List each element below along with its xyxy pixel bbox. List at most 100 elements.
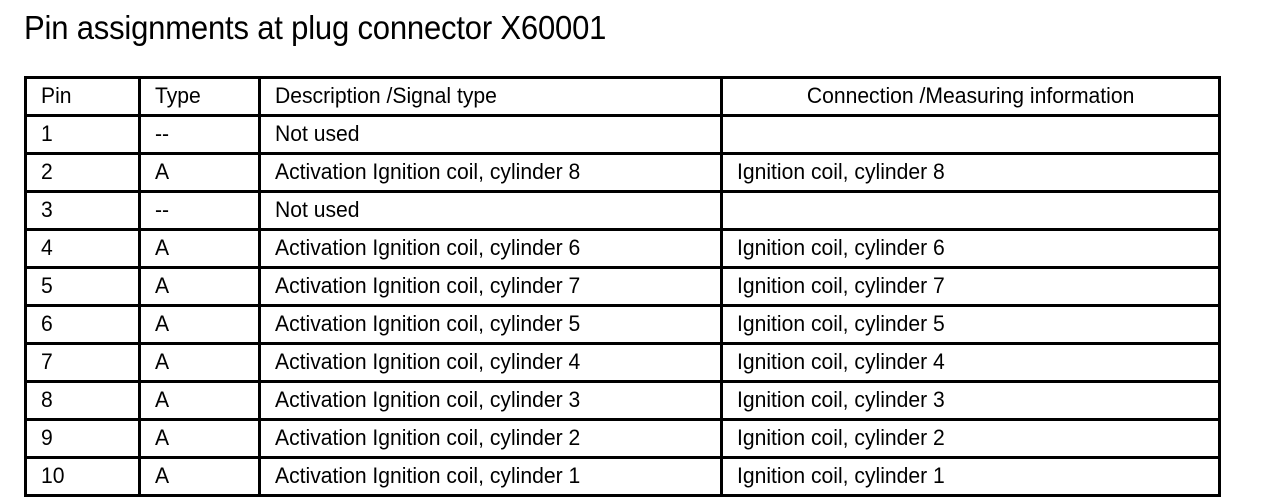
cell-text: 5 [41, 272, 53, 298]
page-title: Pin assignments at plug connector X60001 [24, 9, 607, 46]
table-header: Pin Type Description /Signal type Connectio… [24, 76, 1221, 117]
cell-text: A [155, 386, 170, 412]
cell-connection: Ignition coil, cylinder 8 [720, 152, 1221, 193]
cell-text: 7 [41, 348, 53, 374]
cell-text: -- [155, 196, 170, 222]
cell-text: A [155, 348, 170, 374]
cell-pin: 5 [24, 266, 141, 307]
cell-text: Activation Ignition coil, cylinder 6 [275, 234, 581, 260]
cell-description: Activation Ignition coil, cylinder 8 [258, 152, 723, 193]
cell-text: Ignition coil, cylinder 6 [737, 234, 945, 260]
cell-type: A [138, 380, 261, 421]
cell-text: Ignition coil, cylinder 1 [737, 462, 945, 488]
cell-text: Not used [275, 196, 360, 222]
column-header-connection: Connection /Measuring information [720, 76, 1221, 117]
table-row: 5 A Activation Ignition coil, cylinder 7 Ig… [24, 266, 1221, 307]
cell-text: A [155, 234, 170, 260]
cell-text: Ignition coil, cylinder 8 [737, 158, 945, 184]
table-row: 8 A Activation Ignition coil, cylinder 3 Ig… [24, 380, 1221, 421]
cell-type: -- [138, 190, 261, 231]
pin-assignment-table-container: Pin Type Description /Signal type Connectio… [24, 76, 1221, 497]
cell-text: Ignition coil, cylinder 5 [737, 310, 945, 336]
cell-description: Not used [258, 190, 723, 231]
cell-text: Activation Ignition coil, cylinder 7 [275, 272, 581, 298]
cell-text: Ignition coil, cylinder 3 [737, 386, 945, 412]
cell-connection: Ignition coil, cylinder 6 [720, 228, 1221, 269]
cell-description: Activation Ignition coil, cylinder 3 [258, 380, 723, 421]
cell-text: 6 [41, 310, 53, 336]
cell-text: 9 [41, 424, 53, 450]
cell-text: Not used [275, 120, 360, 146]
cell-text: A [155, 158, 170, 184]
cell-text: Activation Ignition coil, cylinder 3 [275, 386, 581, 412]
cell-text: 8 [41, 386, 53, 412]
cell-connection: Ignition coil, cylinder 2 [720, 418, 1221, 459]
cell-description: Activation Ignition coil, cylinder 4 [258, 342, 723, 383]
table-row: 3 -- Not used [24, 190, 1221, 231]
cell-connection: Ignition coil, cylinder 1 [720, 456, 1221, 497]
cell-description: Activation Ignition coil, cylinder 6 [258, 228, 723, 269]
cell-type: A [138, 228, 261, 269]
cell-text: A [155, 310, 170, 336]
column-header-pin: Pin [24, 76, 141, 117]
cell-type: A [138, 456, 261, 497]
cell-text: 10 [41, 462, 65, 488]
cell-text: Activation Ignition coil, cylinder 1 [275, 462, 581, 488]
cell-text: Activation Ignition coil, cylinder 4 [275, 348, 581, 374]
pin-assignment-table: Pin Type Description /Signal type Connectio… [24, 76, 1221, 497]
cell-text: Activation Ignition coil, cylinder 2 [275, 424, 581, 450]
table-row: 2 A Activation Ignition coil, cylinder 8 Ig… [24, 152, 1221, 193]
column-header-description: Description /Signal type [258, 76, 723, 117]
cell-connection [720, 114, 1221, 155]
table-row: 4 A Activation Ignition coil, cylinder 6 Ig… [24, 228, 1221, 269]
cell-text: -- [155, 120, 170, 146]
cell-pin: 3 [24, 190, 141, 231]
cell-text: 1 [41, 120, 53, 146]
cell-pin: 6 [24, 304, 141, 345]
cell-connection: Ignition coil, cylinder 3 [720, 380, 1221, 421]
cell-connection [720, 190, 1221, 231]
cell-pin: 8 [24, 380, 141, 421]
cell-text: A [155, 424, 170, 450]
cell-text: Ignition coil, cylinder 7 [737, 272, 945, 298]
cell-pin: 10 [24, 456, 141, 497]
table-header-row: Pin Type Description /Signal type Connectio… [24, 76, 1221, 117]
document-page: Pin assignments at plug connector X60001… [24, 9, 1221, 497]
cell-text: Ignition coil, cylinder 4 [737, 348, 945, 374]
table-row: 9 A Activation Ignition coil, cylinder 2 Ig… [24, 418, 1221, 459]
cell-text: Activation Ignition coil, cylinder 5 [275, 310, 581, 336]
cell-type: -- [138, 114, 261, 155]
cell-type: A [138, 342, 261, 383]
cell-text: 3 [41, 196, 53, 222]
cell-text: 4 [41, 234, 53, 260]
cell-type: A [138, 152, 261, 193]
table-row: 1 -- Not used [24, 114, 1221, 155]
column-header-label: Type [155, 82, 201, 108]
cell-description: Activation Ignition coil, cylinder 5 [258, 304, 723, 345]
cell-pin: 1 [24, 114, 141, 155]
cell-description: Activation Ignition coil, cylinder 7 [258, 266, 723, 307]
table-row: 10 A Activation Ignition coil, cylinder 1 I… [24, 456, 1221, 497]
column-header-label: Pin [41, 82, 72, 108]
cell-text: A [155, 462, 170, 488]
cell-pin: 2 [24, 152, 141, 193]
cell-connection: Ignition coil, cylinder 4 [720, 342, 1221, 383]
cell-text: Activation Ignition coil, cylinder 8 [275, 158, 581, 184]
cell-description: Activation Ignition coil, cylinder 2 [258, 418, 723, 459]
cell-pin: 4 [24, 228, 141, 269]
cell-pin: 7 [24, 342, 141, 383]
cell-pin: 9 [24, 418, 141, 459]
table-row: 7 A Activation Ignition coil, cylinder 4 Ig… [24, 342, 1221, 383]
cell-connection: Ignition coil, cylinder 7 [720, 266, 1221, 307]
cell-description: Not used [258, 114, 723, 155]
table-row: 6 A Activation Ignition coil, cylinder 5 Ig… [24, 304, 1221, 345]
cell-text: 2 [41, 158, 53, 184]
cell-description: Activation Ignition coil, cylinder 1 [258, 456, 723, 497]
cell-type: A [138, 418, 261, 459]
cell-text: A [155, 272, 170, 298]
cell-type: A [138, 266, 261, 307]
column-header-label: Connection /Measuring information [806, 82, 1135, 108]
cell-text: Ignition coil, cylinder 2 [737, 424, 945, 450]
cell-type: A [138, 304, 261, 345]
